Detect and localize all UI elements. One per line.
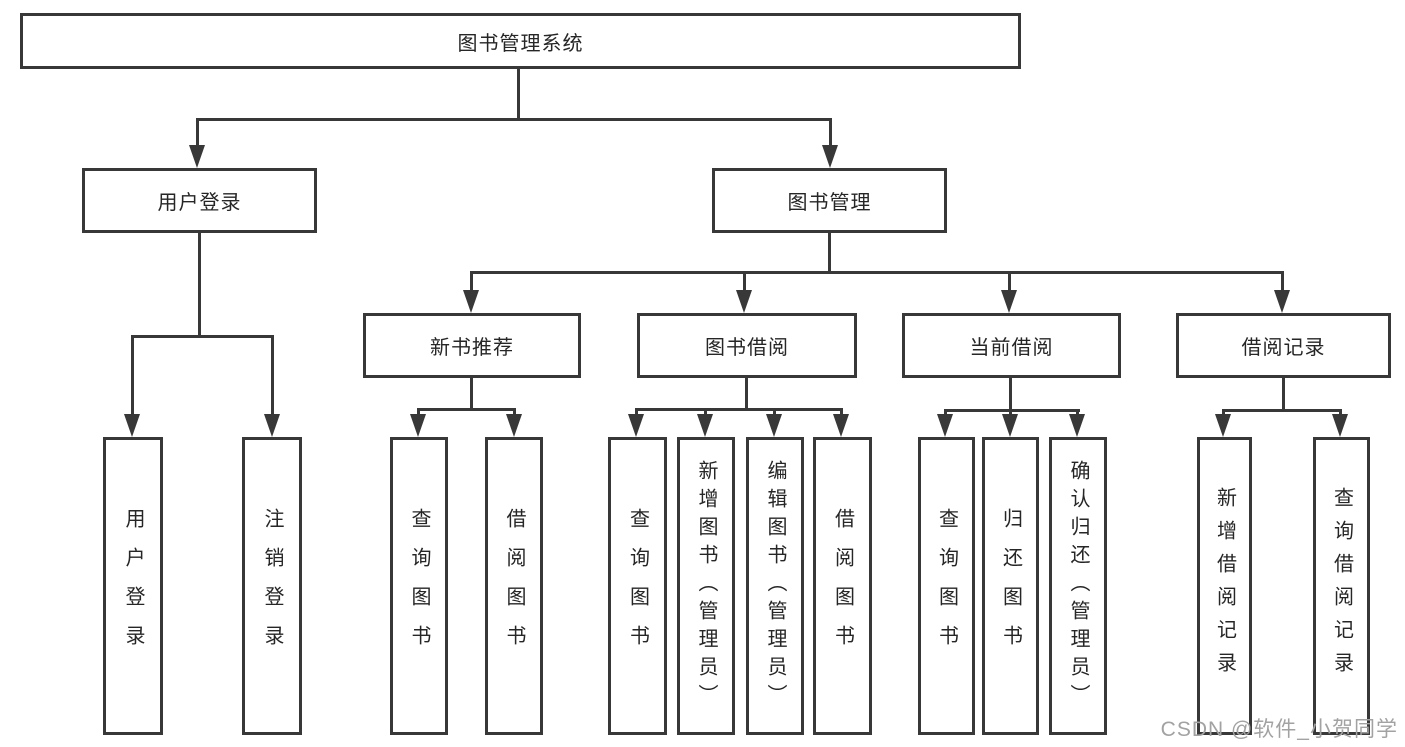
arrowhead-icon [463, 290, 479, 313]
node-label: 查询图书 [935, 508, 958, 664]
connector [1222, 409, 1225, 417]
connector [470, 271, 1284, 274]
arrowhead-icon [264, 414, 280, 437]
connector [417, 408, 516, 411]
connector [196, 118, 199, 148]
node-label: 借阅记录 [1241, 337, 1326, 359]
node-label: 注销登录 [261, 508, 283, 664]
node-label: 查询借阅记录 [1330, 487, 1353, 685]
connector [773, 408, 776, 417]
connector [944, 409, 1080, 412]
arrowhead-icon [697, 414, 713, 437]
connector [271, 335, 274, 417]
node-user-login: 用户登录 [82, 168, 317, 233]
connector [131, 335, 274, 338]
arrowhead-icon [822, 145, 838, 168]
node-edit-books-admin: 编辑图书（管理员） [746, 437, 804, 735]
node-label: 图书管理系统 [457, 32, 584, 55]
connector [1008, 271, 1011, 293]
connector [828, 233, 831, 271]
node-return-books: 归还图书 [982, 437, 1039, 735]
node-label: 新书推荐 [430, 337, 514, 359]
node-label: 查询图书 [408, 508, 430, 664]
connector [1222, 409, 1342, 412]
connector [1076, 409, 1079, 417]
node-query-books-2: 查询图书 [608, 437, 667, 735]
node-query-books-1: 查询图书 [390, 437, 448, 735]
node-label: 图书借阅 [705, 337, 789, 359]
arrowhead-icon [628, 414, 644, 437]
connector [1281, 271, 1284, 293]
connector [743, 271, 746, 293]
node-query-borrow-record: 查询借阅记录 [1313, 437, 1370, 735]
connector [635, 408, 843, 411]
node-library-management-system: 图书管理系统 [20, 13, 1021, 69]
connector [1282, 378, 1285, 409]
node-label: 借阅图书 [831, 508, 854, 664]
node-label: 查询图书 [626, 508, 649, 664]
node-query-books-3: 查询图书 [918, 437, 975, 735]
arrowhead-icon [410, 414, 426, 437]
node-new-book-recommend: 新书推荐 [363, 313, 581, 378]
node-user-login-leaf: 用户登录 [103, 437, 163, 735]
connector [513, 408, 516, 417]
node-book-management: 图书管理 [712, 168, 947, 233]
node-borrowing-records: 借阅记录 [1176, 313, 1391, 378]
node-label: 图书管理 [787, 192, 872, 214]
connector [131, 335, 134, 417]
node-borrow-books-1: 借阅图书 [485, 437, 543, 735]
connector [1009, 409, 1012, 417]
node-label: 当前借阅 [969, 337, 1054, 359]
connector [829, 118, 832, 148]
arrowhead-icon [506, 414, 522, 437]
connector [417, 408, 420, 417]
connector [745, 378, 748, 408]
connector [470, 378, 473, 408]
arrowhead-icon [766, 414, 782, 437]
node-borrow-books-2: 借阅图书 [813, 437, 872, 735]
connector [704, 408, 707, 417]
arrowhead-icon [736, 290, 752, 313]
node-label: 新增借阅记录 [1213, 487, 1236, 685]
node-add-books-admin: 新增图书（管理员） [677, 437, 735, 735]
node-label: 用户登录 [122, 508, 144, 664]
arrowhead-icon [1002, 414, 1018, 437]
connector [1339, 409, 1342, 417]
node-label: 新增图书（管理员） [695, 460, 717, 712]
node-logout: 注销登录 [242, 437, 302, 735]
node-add-borrow-record: 新增借阅记录 [1197, 437, 1252, 735]
arrowhead-icon [833, 414, 849, 437]
connector [635, 408, 638, 417]
arrowhead-icon [124, 414, 140, 437]
node-label: 借阅图书 [503, 508, 525, 664]
node-label: 编辑图书（管理员） [764, 460, 786, 712]
node-confirm-return-admin: 确认归还（管理员） [1049, 437, 1107, 735]
node-current-borrowing: 当前借阅 [902, 313, 1121, 378]
arrowhead-icon [1001, 290, 1017, 313]
node-book-borrowing: 图书借阅 [637, 313, 857, 378]
arrowhead-icon [1069, 414, 1085, 437]
arrowhead-icon [189, 145, 205, 168]
node-label: 确认归还（管理员） [1067, 460, 1089, 712]
connector [840, 408, 843, 417]
connector [944, 409, 947, 417]
arrowhead-icon [1274, 290, 1290, 313]
arrowhead-icon [937, 414, 953, 437]
connector [1009, 378, 1012, 409]
node-label: 用户登录 [157, 192, 242, 214]
arrowhead-icon [1215, 414, 1231, 437]
connector [198, 233, 201, 335]
connector [517, 69, 520, 119]
connector [470, 271, 473, 293]
node-label: 归还图书 [999, 508, 1022, 664]
connector [196, 118, 832, 121]
watermark-text: CSDN @软件_小贺同学 [1160, 718, 1398, 741]
arrowhead-icon [1332, 414, 1348, 437]
